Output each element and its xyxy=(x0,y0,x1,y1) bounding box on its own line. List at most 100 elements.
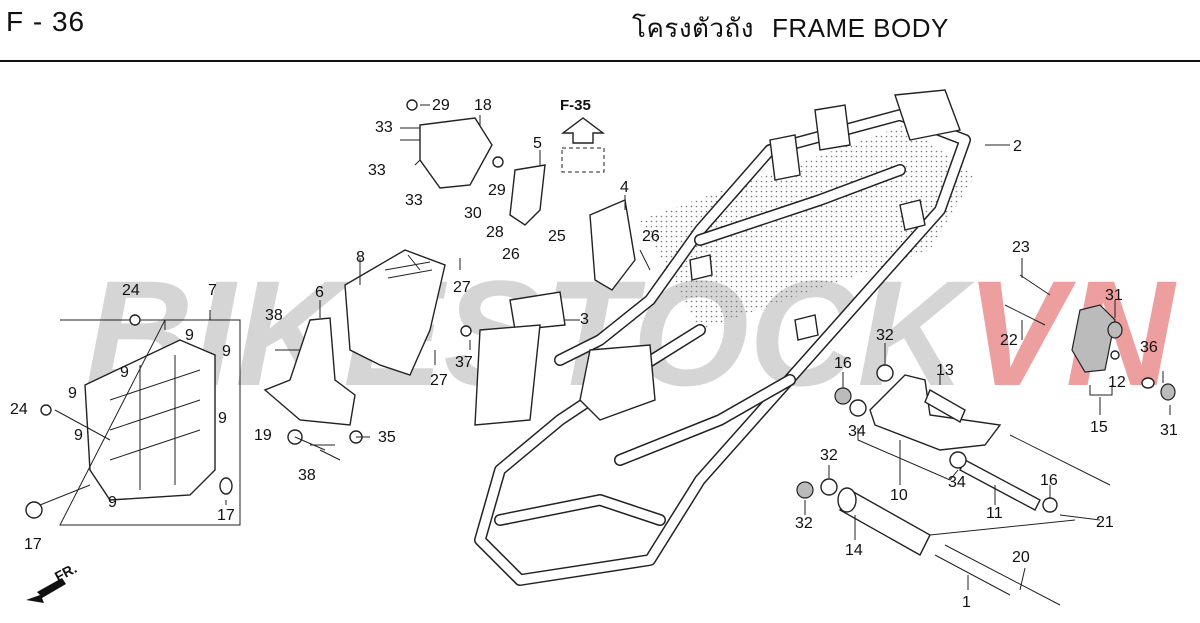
pivot-pipe-end xyxy=(837,487,857,513)
bush-34b xyxy=(949,451,967,469)
bush-16a xyxy=(834,387,852,405)
callout-31a: 31 xyxy=(1105,287,1123,304)
collar-11-body xyxy=(959,459,1041,511)
callout-24a: 24 xyxy=(122,282,140,299)
callout-13: 13 xyxy=(936,362,954,379)
callout-12: 12 xyxy=(1108,374,1126,391)
callout-17a: 17 xyxy=(24,536,42,553)
stay-3-lower xyxy=(474,324,541,426)
collar-part-13 xyxy=(924,388,966,424)
bush-34a xyxy=(849,399,867,417)
callout-32c: 32 xyxy=(795,515,813,532)
stay-part-3 xyxy=(474,291,566,426)
title-thai: โครงตัวถัง xyxy=(632,13,754,43)
hanger-bracket-part-10 xyxy=(869,374,1002,451)
cover-18-body xyxy=(419,117,493,189)
bracket-part-6 xyxy=(263,317,356,426)
cover-8-body xyxy=(344,249,446,376)
parts-diagram: BIKESTOCKVN xyxy=(10,89,1178,611)
stay-3-body xyxy=(509,291,566,331)
washer-12 xyxy=(1110,350,1120,360)
callout-29a: 29 xyxy=(432,97,450,114)
screw-24a xyxy=(129,314,141,326)
hanger-link-part-15 xyxy=(1071,304,1116,396)
reference-label: F-35 xyxy=(560,97,591,114)
callout-37: 37 xyxy=(455,354,473,371)
callout-36: 36 xyxy=(1140,339,1158,356)
frame-tab-3 xyxy=(794,314,819,341)
grommet-17b xyxy=(219,477,233,495)
callout-9d: 9 xyxy=(68,385,77,402)
nut-32c xyxy=(796,481,814,499)
screw-29b xyxy=(492,156,504,168)
nut-31b xyxy=(1160,383,1176,401)
callout-9g: 9 xyxy=(108,494,117,511)
frame-seat-bracket xyxy=(814,104,851,151)
front-arrow-icon xyxy=(26,578,66,603)
washer-36 xyxy=(1141,377,1155,389)
callout-5: 5 xyxy=(533,135,542,152)
callout-9c: 9 xyxy=(120,364,129,381)
callout-14: 14 xyxy=(845,542,863,559)
callout-9b: 9 xyxy=(222,343,231,360)
callout-26b: 26 xyxy=(502,246,520,263)
callout-27b: 27 xyxy=(430,372,448,389)
callout-33c: 33 xyxy=(405,192,423,209)
callout-6: 6 xyxy=(315,284,324,301)
callout-33b: 33 xyxy=(368,162,386,179)
direction-indicator: FR. xyxy=(26,560,79,603)
bolt-20 xyxy=(944,544,1061,606)
callout-32b: 32 xyxy=(820,447,838,464)
callout-26a: 26 xyxy=(642,228,660,245)
nut-31a xyxy=(1107,321,1123,339)
stay-part-4 xyxy=(589,199,636,291)
reference-box xyxy=(561,147,605,173)
collar-32b xyxy=(820,478,838,496)
frame-rear-bracket xyxy=(894,89,961,141)
callout-28: 28 xyxy=(486,224,504,241)
bracket-6-body xyxy=(263,317,356,426)
callout-9e: 9 xyxy=(218,410,227,427)
bolt-23 xyxy=(1019,274,1051,296)
callout-7: 7 xyxy=(208,282,217,299)
callout-17b: 17 xyxy=(217,507,235,524)
callout-23: 23 xyxy=(1012,239,1030,256)
callout-30: 30 xyxy=(464,205,482,222)
screw-29a xyxy=(406,99,418,111)
callout-20: 20 xyxy=(1012,549,1030,566)
callout-16a: 16 xyxy=(834,355,852,372)
pivot-pipe-part-14 xyxy=(837,487,931,556)
leader-lines xyxy=(39,104,1171,591)
frame-body-part-2 xyxy=(474,89,975,586)
callout-31b: 31 xyxy=(1160,422,1178,439)
collar-32a xyxy=(876,364,894,382)
frame-head-gusset xyxy=(579,344,656,421)
callout-1: 1 xyxy=(962,594,971,611)
grommet-17a xyxy=(25,501,43,519)
callout-27a: 27 xyxy=(453,279,471,296)
inner-box-body xyxy=(84,339,216,501)
page-code: F - 36 xyxy=(6,6,86,37)
bush-16b xyxy=(1042,497,1058,513)
callout-2: 2 xyxy=(1013,138,1022,155)
screw-37 xyxy=(460,325,472,337)
callout-10: 10 xyxy=(890,487,908,504)
callout-15: 15 xyxy=(1090,419,1108,436)
callout-18: 18 xyxy=(474,97,492,114)
header-divider xyxy=(0,60,1200,62)
front-label: FR. xyxy=(52,560,79,585)
stay-4-body xyxy=(589,199,636,291)
callout-21: 21 xyxy=(1096,514,1114,531)
callout-9a: 9 xyxy=(185,327,194,344)
callout-labels: 29 18 33 33 33 29 5 4 30 28 25 26 26 8 2… xyxy=(10,97,1178,611)
bolt-21 xyxy=(1009,434,1111,486)
callout-29b: 29 xyxy=(488,182,506,199)
bolt-22 xyxy=(1004,304,1046,326)
callout-3: 3 xyxy=(580,311,589,328)
callout-16b: 16 xyxy=(1040,472,1058,489)
callout-34a: 34 xyxy=(848,423,866,440)
collar-part-11 xyxy=(959,459,1041,511)
cover-part-8 xyxy=(344,249,446,376)
